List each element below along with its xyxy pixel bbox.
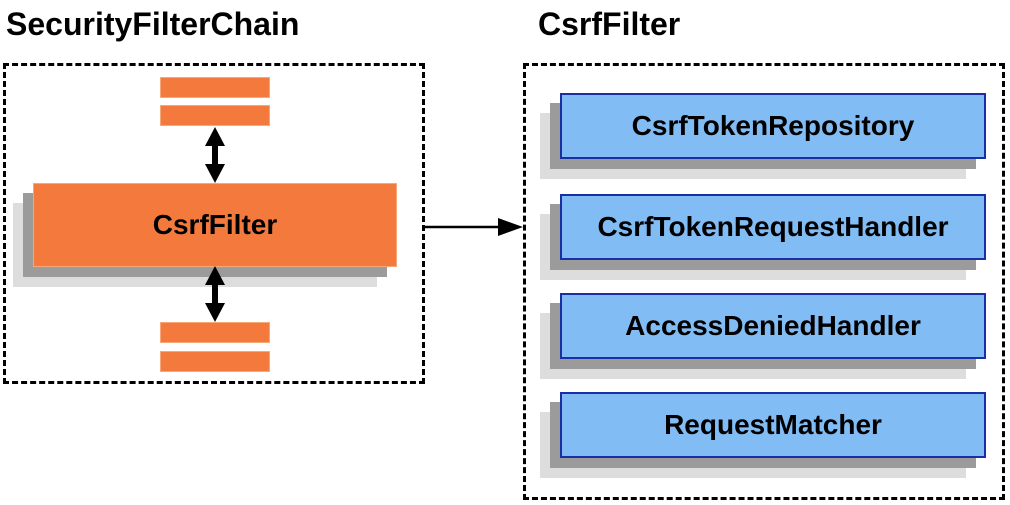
component-csrf-token-repository: CsrfTokenRepository [560, 93, 986, 159]
filter-placeholder-bar [160, 351, 270, 372]
security-filter-chain-container [3, 63, 425, 384]
component-label: AccessDeniedHandler [625, 310, 921, 341]
csrf-filter-title: CsrfFilter [538, 6, 681, 42]
double-arrow-icon [205, 127, 225, 183]
component-label: RequestMatcher [664, 409, 882, 440]
csrf-filter-components-container [523, 63, 1005, 500]
component-label: CsrfTokenRequestHandler [597, 211, 949, 242]
filter-placeholder-bar [160, 105, 270, 126]
csrf-filter-node: CsrfFilter [33, 183, 397, 267]
component-csrf-token-request-handler: CsrfTokenRequestHandler [560, 194, 986, 260]
filter-placeholder-bar [160, 77, 270, 98]
csrf-filter-node-label: CsrfFilter [152, 209, 278, 240]
component-request-matcher: RequestMatcher [560, 392, 986, 458]
component-label: CsrfTokenRepository [631, 110, 915, 141]
component-access-denied-handler: AccessDeniedHandler [560, 293, 986, 359]
double-arrow-icon [205, 266, 225, 322]
security-filter-chain-title: SecurityFilterChain [6, 6, 300, 42]
filter-placeholder-bar [160, 322, 270, 343]
arrow-right-icon [425, 218, 523, 236]
